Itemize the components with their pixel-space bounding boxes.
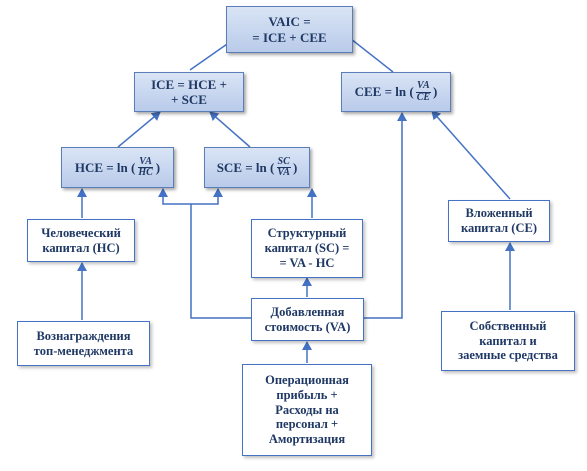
- sce-prefix: SCE = ln (: [216, 159, 275, 175]
- value-added-box: Добавленная стоимость (VA): [251, 298, 364, 341]
- value-added-line2: стоимость (VA): [264, 319, 351, 334]
- arrow-value-added-to-cee: [364, 112, 407, 319]
- operating-line5: Амортизация: [268, 432, 346, 447]
- structural-capital-line1: Структурный: [267, 226, 347, 241]
- human-capital-line1: Человеческий: [41, 225, 121, 240]
- operating-line4: персонал +: [275, 417, 339, 432]
- operating-line2: прибыль +: [276, 387, 338, 402]
- invested-capital-line1: Вложенный: [465, 206, 533, 221]
- own-capital-line1: Собственный: [469, 318, 547, 333]
- arrow-invested-to-cee: [431, 110, 511, 200]
- cee-fraction: VA CE: [416, 80, 431, 103]
- sce-fraction: SC VA: [276, 155, 291, 179]
- own-capital-line3: заемные средства: [458, 348, 558, 363]
- sce-formula: SCE = ln ( SC VA ): [216, 155, 298, 179]
- management-pay-line2: топ-менеджмента: [33, 343, 134, 358]
- hce-box: HCE = ln ( VA HC ): [61, 147, 174, 188]
- cee-box: CEE = ln ( VA CE ): [341, 72, 451, 112]
- own-capital-line2: капитал и: [479, 333, 537, 348]
- arrow-hce-to-ice: [117, 111, 161, 148]
- arrow-value-added-to-sce: [191, 188, 223, 205]
- operating-line1: Операционная: [265, 373, 349, 388]
- cee-suffix: ): [433, 84, 438, 100]
- structural-capital-line3: = VA - HC: [279, 255, 335, 270]
- hce-formula: HCE = ln ( VA HC ): [74, 155, 161, 179]
- structural-capital-box: Структурный капитал (SC) = = VA - HC: [251, 219, 363, 278]
- own-capital-box: Собственный капитал и заемные средства: [441, 311, 575, 371]
- sce-denominator: VA: [277, 167, 290, 178]
- human-capital-line2: капитал (HC): [42, 240, 120, 255]
- hce-prefix: HCE = ln (: [74, 159, 136, 175]
- hce-numerator: VA: [138, 155, 153, 168]
- cee-numerator: VA: [416, 80, 431, 93]
- vaic-line2: = ICE + CEE: [252, 29, 327, 45]
- sce-suffix: ): [292, 159, 298, 175]
- management-pay-line1: Вознаграждения: [36, 328, 131, 343]
- value-added-line1: Добавленная: [270, 304, 345, 319]
- invested-capital-line2: капитал (CE): [461, 221, 537, 235]
- sce-numerator: SC: [276, 155, 291, 168]
- sce-box: SCE = ln ( SC VA ): [204, 147, 310, 188]
- management-pay-box: Вознаграждения топ-менеджмента: [17, 321, 150, 366]
- cee-denominator: CE: [416, 91, 431, 103]
- ice-line1: ICE = HCE +: [151, 76, 227, 92]
- vaic-line1: VAIC =: [268, 14, 311, 30]
- operating-box: Операционная прибыль + Расходы на персон…: [242, 364, 372, 456]
- arrow-value-added-to-hce: [158, 188, 251, 319]
- arrow-sce-to-ice: [209, 111, 251, 148]
- cee-prefix: CEE = ln (: [354, 84, 414, 100]
- operating-line3: Расходы на: [275, 402, 339, 417]
- hce-denominator: HC: [138, 167, 153, 178]
- structural-capital-line2: капитал (SC) =: [264, 241, 350, 256]
- cee-formula: CEE = ln ( VA CE ): [354, 80, 438, 103]
- invested-capital-box: Вложенный капитал (CE): [448, 200, 550, 242]
- ice-line2: + SCE: [171, 92, 207, 107]
- vaic-box: VAIC = = ICE + CEE: [226, 6, 353, 53]
- human-capital-box: Человеческий капитал (HC): [27, 219, 135, 262]
- hce-suffix: ): [155, 159, 161, 175]
- hce-fraction: VA HC: [137, 155, 153, 179]
- ice-box: ICE = HCE + + SCE: [134, 72, 244, 112]
